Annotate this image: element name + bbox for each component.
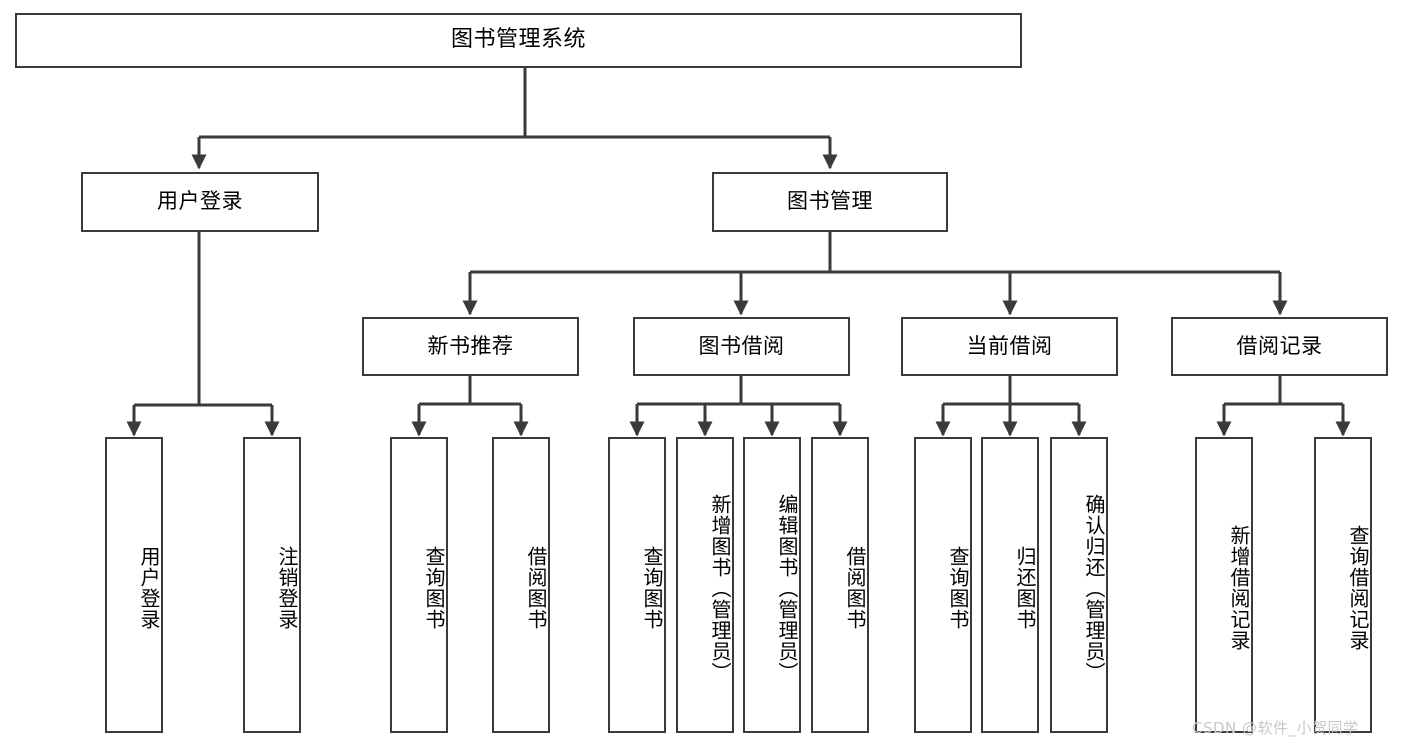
node-root-label: 图书管理系统 — [450, 27, 586, 53]
leaf-label: 查询图书 — [422, 546, 446, 630]
node-current-borrow-label: 当前借阅 — [966, 333, 1053, 358]
leaf-label: 注销登录 — [275, 546, 299, 630]
node-borrow-record-label: 借阅记录 — [1236, 333, 1323, 358]
leaf-label: 查询图书 — [640, 546, 664, 630]
leaf-borrow-query-book[interactable]: 查询图书 — [608, 437, 666, 733]
node-book-borrow[interactable]: 图书借阅 — [633, 317, 850, 376]
leaf-user-login-logout[interactable]: 注销登录 — [243, 437, 301, 733]
node-book-borrow-label: 图书借阅 — [698, 333, 785, 358]
leaf-new-book-borrow[interactable]: 借阅图书 — [492, 437, 550, 733]
leaf-label: 借阅图书 — [524, 546, 548, 630]
leaf-borrow-edit-book-admin[interactable]: 编辑图书（管理员） — [743, 437, 801, 733]
leaf-label: 用户登录 — [137, 546, 161, 630]
node-current-borrow[interactable]: 当前借阅 — [901, 317, 1118, 376]
leaf-new-book-query[interactable]: 查询图书 — [390, 437, 448, 733]
leaf-current-confirm-return-admin[interactable]: 确认归还（管理员） — [1050, 437, 1108, 733]
node-book-management-label: 图书管理 — [787, 189, 873, 214]
leaf-label: 查询借阅记录 — [1346, 525, 1370, 651]
leaf-borrow-borrow-book[interactable]: 借阅图书 — [811, 437, 869, 733]
node-user-login-label: 用户登录 — [157, 189, 243, 214]
node-root[interactable]: 图书管理系统 — [15, 13, 1022, 68]
leaf-user-login-login[interactable]: 用户登录 — [105, 437, 163, 733]
leaf-label: 确认归还（管理员） — [1082, 493, 1106, 683]
leaf-label: 新增图书（管理员） — [708, 493, 732, 683]
leaf-record-query-record[interactable]: 查询借阅记录 — [1314, 437, 1372, 733]
node-new-book-recommend-label: 新书推荐 — [427, 333, 514, 358]
leaf-label: 查询图书 — [946, 546, 970, 630]
leaf-label: 借阅图书 — [843, 546, 867, 630]
leaf-record-add-record[interactable]: 新增借阅记录 — [1195, 437, 1253, 733]
node-new-book-recommend[interactable]: 新书推荐 — [362, 317, 579, 376]
leaf-current-query-book[interactable]: 查询图书 — [914, 437, 972, 733]
leaf-label: 编辑图书（管理员） — [775, 493, 799, 683]
leaf-current-return-book[interactable]: 归还图书 — [981, 437, 1039, 733]
node-borrow-record[interactable]: 借阅记录 — [1171, 317, 1388, 376]
leaf-label: 归还图书 — [1013, 546, 1037, 630]
node-user-login[interactable]: 用户登录 — [81, 172, 319, 232]
leaf-borrow-add-book-admin[interactable]: 新增图书（管理员） — [676, 437, 734, 733]
leaf-label: 新增借阅记录 — [1227, 525, 1251, 651]
node-book-management[interactable]: 图书管理 — [712, 172, 948, 232]
